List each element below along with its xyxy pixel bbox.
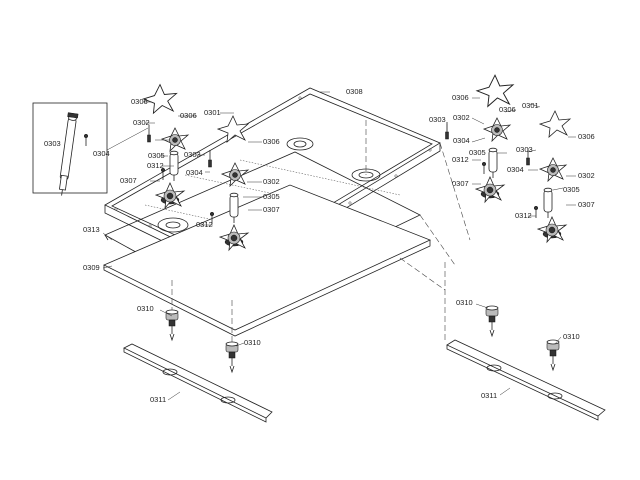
label-0310: 0310 <box>563 332 580 341</box>
label-0312: 0312 <box>515 211 532 220</box>
label-0302: 0302 <box>578 171 595 180</box>
label-0306: 0306 <box>499 105 516 114</box>
label-0307: 0307 <box>263 205 280 214</box>
assembly-lines <box>171 120 471 345</box>
label-0305: 0305 <box>148 151 165 160</box>
leader-lines-left <box>102 91 330 401</box>
label-0307: 0307 <box>120 176 137 185</box>
label-0305: 0305 <box>469 148 486 157</box>
label-0306: 0306 <box>131 97 148 106</box>
label-0304: 0304 <box>507 165 524 174</box>
label-0307: 0307 <box>452 179 469 188</box>
label-0308: 0308 <box>346 87 363 96</box>
label-0302: 0302 <box>133 118 150 127</box>
label-0310: 0310 <box>137 304 154 313</box>
label-0310: 0310 <box>244 338 261 347</box>
label-0303: 0303 <box>44 139 61 148</box>
label-0301: 0301 <box>522 101 539 110</box>
label-0312: 0312 <box>147 161 164 170</box>
label-0301: 0301 <box>204 108 221 117</box>
label-0312: 0312 <box>452 155 469 164</box>
label-0305: 0305 <box>263 192 280 201</box>
label-0304: 0304 <box>93 149 110 158</box>
part-labels-right: 0306 0306 0301 0303 0302 0306 0304 0305 … <box>429 93 595 400</box>
control-rail-left <box>123 343 273 423</box>
label-0304: 0304 <box>453 136 470 145</box>
label-0306: 0306 <box>263 137 280 146</box>
label-0310: 0310 <box>456 298 473 307</box>
label-0313: 0313 <box>83 225 100 234</box>
label-0306: 0306 <box>180 111 197 120</box>
label-0302: 0302 <box>453 113 470 122</box>
label-0303: 0303 <box>184 150 201 159</box>
tray-gasket-0309 <box>103 184 432 337</box>
label-0303: 0303 <box>429 115 446 124</box>
label-0311: 0311 <box>150 395 166 404</box>
label-0311: 0311 <box>481 391 497 400</box>
control-rail-right <box>446 339 606 421</box>
label-0306: 0306 <box>578 132 595 141</box>
label-0305: 0305 <box>563 185 580 194</box>
label-0306: 0306 <box>452 93 469 102</box>
label-0307: 0307 <box>578 200 595 209</box>
label-0312: 0312 <box>196 220 213 229</box>
label-0304: 0304 <box>186 168 203 177</box>
part-labels-left: 0308 0306 0306 0301 0302 0303 0304 0305 … <box>44 87 363 404</box>
leader-lines-right <box>446 97 576 396</box>
label-0309: 0309 <box>83 263 100 272</box>
label-0303: 0303 <box>516 145 533 154</box>
label-0302: 0302 <box>263 177 280 186</box>
inset-detail-box <box>32 102 149 196</box>
